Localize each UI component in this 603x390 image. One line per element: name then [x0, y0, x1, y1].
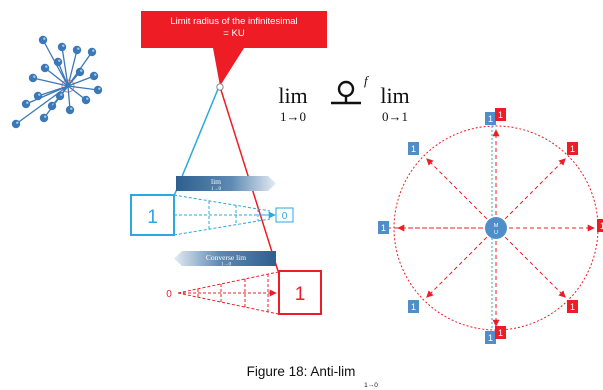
svg-text:1: 1 — [411, 302, 416, 312]
figure-caption: Figure 18: Anti-lim 1→0 — [247, 364, 379, 389]
center-label-top: M — [494, 223, 499, 229]
caption-text: Figure 18: Anti-lim — [247, 364, 356, 379]
svg-text:1: 1 — [570, 302, 575, 312]
callout-box — [141, 11, 327, 86]
lim-funnel — [173, 194, 271, 236]
svg-text:1: 1 — [411, 144, 416, 154]
red-unit-box: 1 — [597, 219, 603, 232]
converse-start-value: 0 — [166, 289, 172, 300]
anti-operator-icon — [331, 80, 361, 105]
lim-start-value: 1 — [147, 207, 158, 228]
callout-text-line1: Limit radius of the infinitesimal — [170, 16, 297, 27]
red-unit-box: 1 — [567, 300, 578, 313]
blue-unit-box: 1 — [378, 221, 389, 234]
svg-text:1: 1 — [488, 333, 493, 343]
callout: Limit radius of the infinitesimal = KU — [141, 11, 327, 86]
lim-end-value: 0 — [282, 211, 288, 222]
blue-unit-box: 1 — [485, 331, 496, 344]
converse-funnel — [177, 271, 279, 315]
caption-sub: 1→0 — [364, 382, 378, 389]
red-unit-box: 1 — [495, 108, 506, 121]
blue-unit-box: 1 — [408, 142, 419, 155]
center-node — [485, 217, 507, 239]
radial-arrow — [504, 158, 566, 220]
blue-unit-box: 1 — [408, 300, 419, 313]
lim-banner-label: lim — [211, 177, 221, 186]
red-unit-box: 1 — [495, 326, 506, 339]
svg-text:1: 1 — [498, 328, 503, 338]
formula: lim 1→0 f lim 0→1 — [278, 73, 409, 124]
formula-operator-superscript: f — [364, 73, 370, 88]
svg-text:1: 1 — [488, 114, 493, 124]
converse-lim-banner: Converse lim 1→0 — [174, 251, 276, 268]
formula-left-lim: lim — [278, 83, 307, 108]
callout-text-line2: = KU — [223, 28, 245, 39]
svg-text:1: 1 — [498, 110, 503, 120]
svg-text:1: 1 — [381, 223, 386, 233]
node-cluster-icon — [11, 35, 103, 129]
blue-unit-box: 1 — [485, 112, 496, 125]
converse-end-box — [278, 270, 322, 315]
radial-arrow — [504, 236, 566, 298]
radial-arrow — [426, 236, 488, 298]
lim-start-box — [130, 194, 175, 236]
lim-diagram: lim 1→0 1 0 Converse lim 1→0 0 — [130, 176, 322, 315]
svg-text:1: 1 — [600, 221, 603, 231]
center-label-bottom: U — [494, 230, 498, 236]
converse-lim-sub: 1→0 — [221, 263, 232, 268]
lim-banner: lim 1→0 — [176, 176, 276, 192]
converse-end-value: 1 — [295, 284, 306, 305]
converse-lim-label: Converse lim — [206, 253, 246, 262]
lim-banner-sub: 1→0 — [211, 187, 222, 192]
radial-arrow — [426, 158, 488, 220]
svg-text:1: 1 — [570, 144, 575, 154]
formula-right-lim: lim — [380, 83, 409, 108]
red-unit-box: 1 — [567, 142, 578, 155]
lim-end-box — [275, 207, 294, 223]
apex-point — [216, 83, 224, 91]
formula-left-sub: 1→0 — [280, 109, 306, 124]
formula-right-sub: 0→1 — [382, 109, 408, 124]
